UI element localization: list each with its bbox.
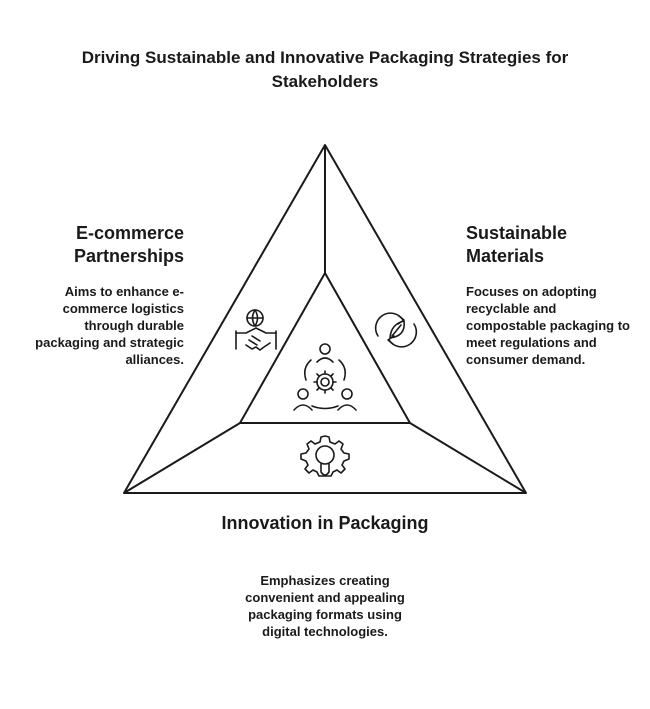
gear-lightbulb-icon <box>300 435 350 477</box>
innovation-description: Emphasizes creating convenient and appea… <box>245 573 405 639</box>
inner-triangle <box>239 272 411 424</box>
connector-left <box>123 422 241 494</box>
handshake-globe-icon <box>235 309 277 351</box>
outer-triangle <box>123 144 527 494</box>
ecommerce-description: Aims to enhance e-commerce logistics thr… <box>35 284 184 367</box>
stakeholders-gear-icon <box>293 343 357 411</box>
diagram-title: Driving Sustainable and Innovative Packa… <box>81 48 569 91</box>
recycle-leaf-icon <box>374 312 418 348</box>
connector-right <box>409 422 527 494</box>
ecommerce-heading: E-commerce Partnerships <box>73 223 184 266</box>
sustainable-description: Focuses on adopting recyclable and compo… <box>466 284 630 367</box>
innovation-heading: Innovation in Packaging <box>221 513 429 533</box>
sustainable-heading: Sustainable Materials <box>466 223 568 266</box>
